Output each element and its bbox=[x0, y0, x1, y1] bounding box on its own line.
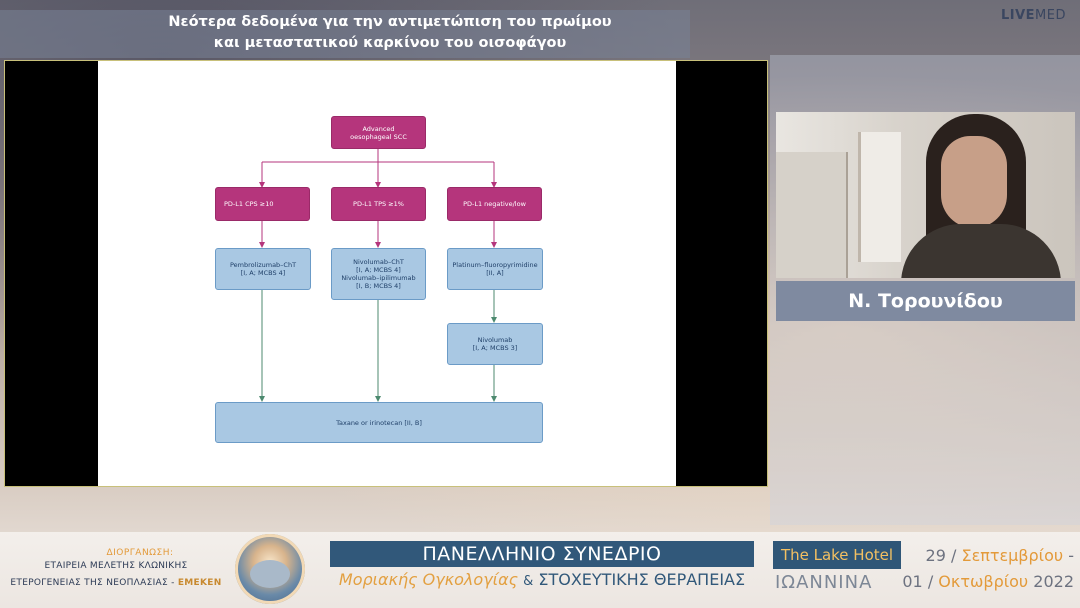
presentation-title: Νεότερα δεδομένα για την αντιμετώπιση το… bbox=[130, 12, 650, 54]
date-day-1: 29 / bbox=[925, 546, 962, 565]
treatment-line: Platinum–fluoropyrimidine bbox=[452, 261, 538, 269]
organizer-line-2: ΕΤΕΡΟΓΕΝΕΙΑΣ ΤΗΣ ΝΕΟΠΛΑΣΙΑΣ - ΕΜΕΚΕΝ bbox=[0, 578, 232, 588]
organizer-line-1: ΕΤΑΙΡΕΙΑ ΜΕΛΕΤΗΣ ΚΛΩΝΙΚΗΣ bbox=[44, 561, 188, 571]
treatment-line: [I, A; MCBS 4] bbox=[356, 266, 401, 274]
brand-live: LIVE bbox=[1000, 8, 1036, 23]
treatment-line: [II, A] bbox=[486, 269, 504, 277]
speaker-webcam bbox=[776, 112, 1075, 278]
title-line-2: και μεταστατικού καρκίνου του οισοφάγου bbox=[213, 35, 567, 51]
speaker-name: Ν. Τορουνίδου bbox=[848, 290, 1003, 312]
conference-sub-amp: & bbox=[523, 574, 534, 589]
treatment-box-platinum: Platinum–fluoropyrimidine[II, A] bbox=[447, 248, 543, 290]
branch-header-label: PD-L1 negative/low bbox=[463, 200, 526, 208]
treatment-box-nivolumab: Nivolumab–ChT[I, A; MCBS 4]Nivolumab–ipi… bbox=[331, 248, 426, 300]
followup-line: [I, A; MCBS 3] bbox=[472, 344, 518, 352]
livemed-logo: LIVEMED bbox=[1001, 8, 1066, 23]
root-line-1: Advanced bbox=[362, 124, 395, 133]
cam-door bbox=[776, 152, 848, 278]
date-year: 2022 bbox=[1028, 572, 1074, 591]
city-name: ΙΩΑΝΝΙΝΑ bbox=[775, 572, 873, 593]
treatment-line: [I, A; MCBS 4] bbox=[240, 269, 286, 277]
treatment-line: Nivolumab–ChT bbox=[353, 258, 404, 266]
bottom-label: Taxane or irinotecan [II, B] bbox=[336, 418, 422, 427]
cam-speaker-body bbox=[901, 224, 1061, 278]
followup-line: Nivolumab bbox=[477, 336, 513, 344]
treatment-connectors bbox=[259, 290, 497, 402]
speaker-name-bar: Ν. Τορουνίδου bbox=[776, 281, 1075, 321]
date-day-2: 01 / bbox=[902, 572, 939, 591]
treatment-line: Nivolumab–ipilimumab bbox=[341, 274, 416, 282]
conference-sub-a: Μοριακής Ογκολογίας bbox=[338, 570, 519, 589]
branch-header-cps10: PD-L1 CPS ≥10 bbox=[215, 187, 310, 221]
bottom-box-taxane: Taxane or irinotecan [II, B] bbox=[215, 402, 543, 443]
branch-header-label: PD-L1 CPS ≥10 bbox=[224, 200, 274, 208]
branch-header-negative-low: PD-L1 negative/low bbox=[447, 187, 542, 221]
title-line-1: Νεότερα δεδομένα για την αντιμετώπιση το… bbox=[168, 14, 612, 30]
hotel-name: The Lake Hotel bbox=[780, 546, 894, 564]
treatment-box-pembrolizumab: Pembrolizumab–ChT[I, A; MCBS 4] bbox=[215, 248, 311, 290]
conference-title: ΠΑΝΕΛΛΗΝΙΟ ΣΥΝΕΔΡΙΟ bbox=[330, 541, 754, 567]
title-band bbox=[0, 10, 690, 58]
treatment-line: [I, B; MCBS 4] bbox=[356, 282, 401, 290]
cam-shelf bbox=[858, 132, 901, 262]
conference-sub-b: ΣΤΟΧΕΥΤΙΚΗΣ ΘΕΡΑΠΕΙΑΣ bbox=[538, 570, 746, 589]
organizer-line-2-text: ΕΤΕΡΟΓΕΝΕΙΑΣ ΤΗΣ ΝΕΟΠΛΑΣΙΑΣ - bbox=[10, 578, 178, 588]
date-month-1: Σεπτεμβρίου bbox=[961, 546, 1064, 565]
cam-speaker-face bbox=[941, 136, 1007, 228]
organizer-label: ΔΙΟΡΓΑΝΩΣΗ: bbox=[106, 548, 174, 558]
treatment-line: Pembrolizumab–ChT bbox=[229, 261, 297, 269]
organizer-acronym: ΕΜΕΚΕΝ bbox=[177, 578, 222, 588]
date-month-2: Οκτωβρίου bbox=[938, 572, 1029, 591]
branch-header-label: PD-L1 TPS ≥1% bbox=[353, 200, 404, 208]
conference-title-text: ΠΑΝΕΛΛΗΝΙΟ ΣΥΝΕΔΡΙΟ bbox=[422, 543, 662, 565]
branch-header-tps1: PD-L1 TPS ≥1% bbox=[331, 187, 426, 221]
date-line-2: 01 / Οκτωβρίου 2022 bbox=[902, 572, 1074, 591]
conference-logo-inner bbox=[250, 560, 290, 588]
date-line-1: 29 / Σεπτεμβρίου - bbox=[926, 546, 1074, 565]
followup-box-nivolumab: Nivolumab[I, A; MCBS 3] bbox=[447, 323, 543, 365]
hotel-badge: The Lake Hotel bbox=[773, 541, 901, 569]
root-connectors bbox=[259, 149, 497, 248]
root-line-2: oesophageal SCC bbox=[350, 132, 407, 141]
flow-connectors bbox=[259, 149, 497, 402]
brand-med: MED bbox=[1035, 8, 1066, 23]
conference-subtitle: Μοριακής Ογκολογίας & ΣΤΟΧΕΥΤΙΚΗΣ ΘΕΡΑΠΕ… bbox=[330, 570, 754, 589]
date-sep: - bbox=[1063, 546, 1074, 565]
